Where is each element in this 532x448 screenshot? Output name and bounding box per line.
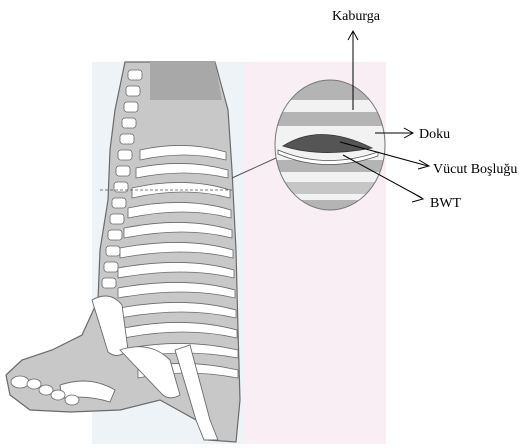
rib-label: Kaburga bbox=[332, 9, 381, 24]
inset-band bbox=[270, 112, 390, 126]
bwt-arrowhead bbox=[412, 193, 423, 202]
body-cavity-label: Vücut Boşluğu bbox=[433, 162, 517, 177]
carcass-illustration bbox=[6, 62, 240, 442]
carcass-upper-shade bbox=[150, 62, 222, 100]
tissue-label: Doku bbox=[419, 127, 450, 142]
bwt-label: BWT bbox=[430, 196, 462, 211]
